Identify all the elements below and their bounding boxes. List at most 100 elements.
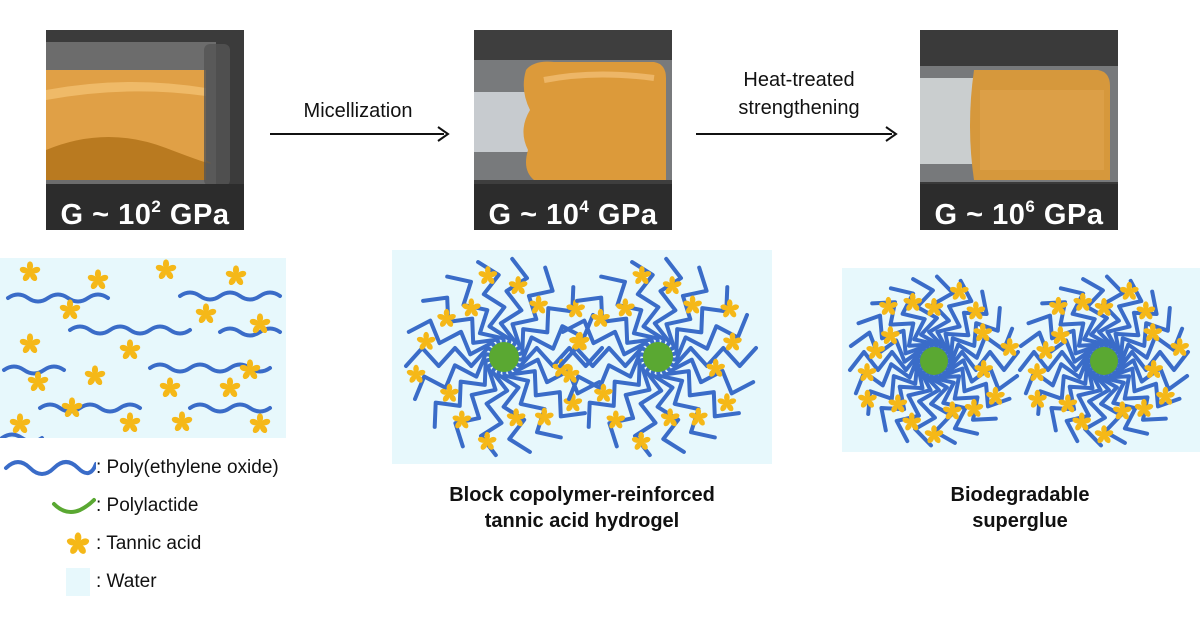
peo-arm bbox=[560, 318, 660, 359]
tannic-acid-molecule bbox=[462, 298, 481, 317]
legend: : Poly(ethylene oxide) : Polylactide : T… bbox=[0, 452, 380, 602]
peo-arm bbox=[652, 256, 683, 359]
tannic-acid-molecule bbox=[720, 299, 740, 318]
tannic-acid-molecule bbox=[560, 364, 580, 383]
modulus-label-3: G ~ 106 GPa bbox=[920, 184, 1118, 230]
tannic-acid-molecule bbox=[1143, 323, 1163, 342]
peo-chain bbox=[38, 402, 142, 414]
tannic-acid-molecule bbox=[159, 377, 181, 398]
tannic-acid-molecule bbox=[1170, 337, 1190, 356]
tannic-acid-molecule bbox=[594, 383, 613, 402]
tannic-acid-molecule bbox=[478, 266, 498, 285]
photo-micelle-hydrogel: G ~ 104 GPa bbox=[474, 30, 672, 230]
tannic-acid-molecule bbox=[1036, 341, 1055, 359]
legend-item-pla: : Polylactide bbox=[0, 490, 198, 522]
right-caption: Biodegradable superglue bbox=[950, 484, 1090, 532]
tannic-acid-molecule bbox=[171, 411, 193, 432]
peo-arm bbox=[421, 295, 506, 359]
peo-arm bbox=[567, 352, 660, 401]
tannic-acid-molecule bbox=[437, 308, 456, 327]
photo-liquid-state: G ~ 102 GPa bbox=[46, 30, 244, 230]
peo-arm bbox=[476, 260, 512, 359]
tannic-acid-molecule bbox=[27, 371, 49, 392]
tannic-acid-molecule bbox=[1072, 412, 1092, 431]
tannic-acid-molecule bbox=[632, 266, 652, 285]
tannic-acid-molecule bbox=[1144, 360, 1163, 378]
tannic-acid-molecule bbox=[1156, 386, 1175, 405]
tannic-acid-molecule bbox=[924, 297, 944, 316]
peo-arm bbox=[1102, 326, 1185, 368]
peo-arm bbox=[630, 260, 666, 359]
tannic-acid-molecule bbox=[155, 259, 177, 280]
peo-arm bbox=[502, 355, 602, 396]
micellization-label: Micellization bbox=[303, 100, 413, 122]
peo-arm bbox=[650, 355, 686, 454]
tannic-acid-molecule bbox=[723, 332, 742, 351]
vial-photo-1 bbox=[46, 30, 244, 230]
tannic-acid-molecule bbox=[1000, 337, 1020, 356]
tannic-acid-molecule bbox=[688, 407, 708, 426]
tannic-acid-molecule bbox=[570, 331, 590, 350]
tannic-acid-molecule bbox=[1119, 281, 1139, 300]
polylactide-icon bbox=[52, 498, 96, 514]
tannic-acid-molecule bbox=[902, 412, 922, 431]
micelle-schematic bbox=[404, 256, 758, 458]
photo-superglue: G ~ 106 GPa bbox=[920, 30, 1118, 230]
tannic-acid-molecule bbox=[529, 295, 548, 314]
peo-arm bbox=[498, 256, 529, 359]
tannic-acid-molecule bbox=[903, 292, 923, 311]
peo-arm bbox=[479, 355, 510, 458]
modulus-label-1: G ~ 102 GPa bbox=[46, 184, 244, 230]
tannic-acid-molecule bbox=[631, 431, 651, 450]
tannic-acid-molecule bbox=[416, 331, 436, 350]
heat-treated-label: Heat-treated strengthening bbox=[738, 69, 860, 119]
tannic-acid-molecule bbox=[866, 341, 885, 359]
peo-arm bbox=[599, 274, 660, 359]
tannic-acid-molecule bbox=[986, 386, 1005, 405]
tannic-acid-molecule bbox=[534, 407, 554, 426]
tannic-acid-molecule bbox=[858, 389, 877, 408]
tannic-acid-molecule bbox=[225, 265, 247, 286]
peo-arm bbox=[453, 355, 506, 449]
peo-arm bbox=[656, 355, 741, 419]
tannic-acid-molecule bbox=[1027, 363, 1047, 382]
legend-label-tannic: : Tannic acid bbox=[96, 533, 202, 554]
peo-arm bbox=[502, 355, 563, 440]
modulus-label-2: G ~ 104 GPa bbox=[474, 184, 672, 230]
tannic-acid-molecule bbox=[964, 398, 984, 417]
tannic-acid-molecule bbox=[924, 425, 944, 444]
tannic-acid-molecule bbox=[1134, 398, 1154, 417]
polylactide-core bbox=[920, 347, 948, 375]
peo-arm bbox=[633, 355, 664, 458]
tannic-acid-molecule bbox=[1049, 296, 1068, 315]
legend-label-water: : Water bbox=[96, 571, 157, 592]
polylactide-core bbox=[1090, 347, 1118, 375]
micelle-hydrogel-panel bbox=[392, 250, 772, 464]
tannic-acid-molecule bbox=[406, 364, 426, 383]
poly-ethylene-oxide-icon bbox=[4, 460, 96, 476]
tannic-acid-molecule bbox=[616, 298, 635, 317]
tannic-acid-molecule bbox=[974, 360, 993, 378]
tannic-acid-molecule bbox=[19, 333, 41, 354]
tannic-acid-molecule bbox=[1028, 389, 1047, 408]
tannic-acid-molecule bbox=[249, 313, 271, 334]
tannic-acid-molecule bbox=[879, 296, 898, 315]
tannic-acid-molecule bbox=[119, 339, 141, 360]
legend-item-water: : Water bbox=[0, 566, 157, 598]
peo-arm bbox=[586, 355, 660, 429]
middle-caption: Block copolymer-reinforced tannic acid h… bbox=[449, 484, 715, 532]
tannic-acid-molecule bbox=[1073, 292, 1093, 311]
tannic-acid-molecule bbox=[966, 301, 986, 320]
peo-arm bbox=[656, 313, 749, 362]
superglue-panel bbox=[842, 268, 1200, 452]
tannic-acid-molecule bbox=[706, 358, 725, 377]
tannic-acid-molecule bbox=[942, 401, 962, 420]
tannic-acid-molecule bbox=[1094, 297, 1114, 316]
tannic-acid-molecule bbox=[662, 276, 682, 295]
tannic-acid-molecule bbox=[239, 359, 261, 380]
peo-arm bbox=[575, 295, 660, 359]
tannic-acid-molecule bbox=[1051, 326, 1070, 345]
tannic-acid-legend-star bbox=[66, 532, 90, 554]
superglue-schematic bbox=[848, 274, 1190, 448]
tannic-acid-icon bbox=[66, 532, 90, 554]
